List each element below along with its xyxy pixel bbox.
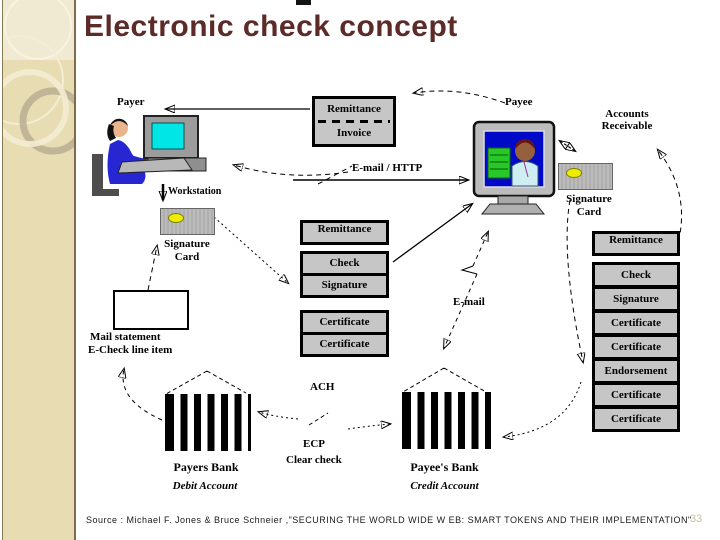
payers-bank-icon (165, 394, 251, 451)
arrow-email-down (444, 273, 478, 348)
chair (92, 154, 103, 192)
payers-bank-roof (165, 370, 247, 395)
payee-head (515, 141, 535, 161)
monitor-base (480, 203, 546, 215)
payees-bank-roof (402, 367, 487, 393)
arrow-email-up (472, 232, 488, 267)
stack-item: Certificate (595, 385, 677, 405)
payer-head (110, 119, 128, 137)
workstation-screen (151, 122, 185, 150)
payees-bank-icon (402, 392, 491, 449)
stack-item: Endorsement (595, 361, 677, 381)
stack-item: Signature (303, 276, 386, 295)
remittance-row: Remittance (327, 103, 381, 115)
arrow-into-payees-bank (347, 424, 390, 429)
stack-group: Check Signature Certificate Certificate … (592, 262, 680, 432)
payees-bank-label: Payee's Bank (410, 460, 479, 474)
payer-hair (109, 118, 128, 130)
stack-item: Remittance (592, 231, 680, 256)
theme-sidebar (2, 0, 76, 540)
payee-shirt (511, 161, 539, 187)
signature-card-right (558, 163, 613, 190)
ach-label: ACH (310, 381, 335, 393)
arrow-into-payers-bank (259, 412, 299, 420)
payee-monitor-illustration (472, 120, 556, 215)
stack-gap (300, 298, 389, 310)
accounts-receivable-label: Accounts Receivable (601, 108, 653, 132)
stack-group: Certificate Certificate (300, 310, 389, 357)
arrow-envelope-to-card (147, 246, 157, 291)
payer-hair-back (107, 124, 116, 141)
payers-bank-label: Payers Bank (173, 460, 239, 474)
stack-item: Check (595, 265, 677, 285)
signature-card-left-label: Signature Card (164, 238, 210, 263)
arrow-card-to-stack (213, 216, 288, 283)
arrow-payee-to-remittance (414, 91, 506, 104)
source-citation: Source : Michael F. Jones & Bruce Schnei… (86, 515, 692, 525)
workstation-keyboard (117, 157, 193, 174)
money-stack (487, 147, 511, 179)
slide-title: Electronic check concept (84, 10, 458, 43)
stack-item: Certificate (303, 313, 386, 332)
arrow-check-to-payee (392, 204, 472, 263)
middle-document-stack: Remittance Check Signature Certificate C… (300, 220, 389, 357)
debit-account-label: Debit Account (172, 480, 238, 492)
stack-item: Certificate (595, 409, 677, 429)
invoice-row: Invoice (336, 127, 372, 139)
payee-tie (523, 161, 529, 178)
envelope-icon (113, 290, 189, 330)
payee-hair (515, 139, 535, 149)
arrow-dash-cross (317, 165, 353, 185)
ecp-label: ECP (303, 438, 325, 450)
mail-statement-label: Mail statement (90, 331, 161, 343)
chair-seat (92, 189, 119, 196)
workstation-label: Workstation (168, 186, 222, 197)
payee-label: Payee (505, 96, 533, 108)
arrow-card-to-endorsement (566, 199, 583, 362)
stack-item: Certificate (595, 337, 677, 357)
stack-item: Certificate (595, 313, 677, 333)
stack-group: Check Signature (300, 251, 389, 298)
echeck-line-item-label: E-Check line item (88, 344, 173, 356)
monitor-neck (497, 195, 529, 205)
dashed-divider (318, 120, 390, 123)
arrow-email-zigzag (460, 265, 478, 275)
stack-item: Remittance (300, 220, 389, 245)
arrow-to-workstation (234, 165, 349, 176)
payer-label: Payer (117, 96, 145, 108)
slide-page-number: 33 (690, 513, 703, 525)
remittance-invoice-box: Remittance Invoice (312, 96, 396, 147)
arrow-ach-segment (308, 412, 329, 426)
payer-workstation-illustration (92, 115, 207, 196)
card-chip-icon (168, 213, 184, 223)
stack-item: Signature (595, 289, 677, 309)
card-chip-icon (566, 168, 582, 178)
arrow-monitor-card-double (560, 141, 575, 151)
money-lines (490, 154, 508, 170)
arrow-bank-to-echeck-item (123, 369, 163, 421)
right-document-stack: Remittance Check Signature Certificate C… (592, 231, 680, 432)
screen-artifact (296, 0, 311, 5)
credit-account-label: Credit Account (410, 480, 479, 492)
arrow-endorsement-to-payees-bank (504, 381, 582, 437)
clear-check-label: Clear check (286, 454, 342, 466)
theme-circles-decoration (3, 0, 74, 155)
stack-item: Certificate (303, 335, 386, 354)
stack-item: Check (303, 254, 386, 273)
signature-card-left (160, 208, 215, 235)
signature-card-right-label: Signature Card (566, 193, 612, 218)
email-http-label: E-mail / HTTP (352, 162, 423, 174)
email-label: E-mail (453, 296, 485, 308)
